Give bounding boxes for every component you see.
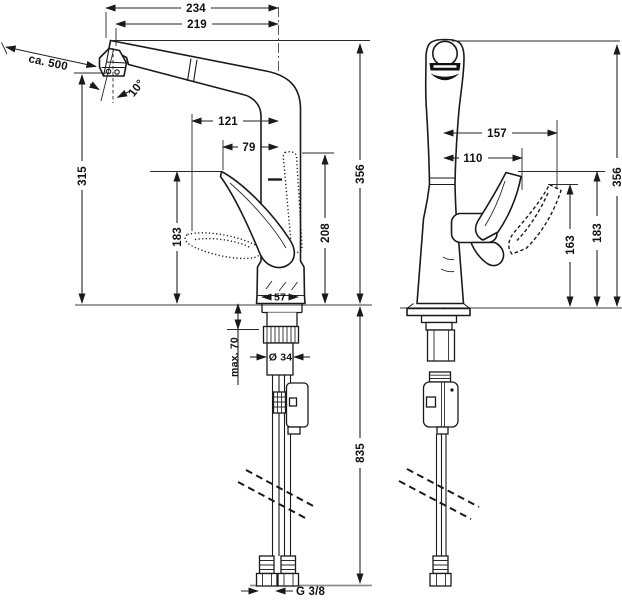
handle-raised-position (282, 151, 303, 254)
body-accent-arcs (440, 256, 455, 273)
break-line (237, 481, 310, 521)
hose-fitting-left (255, 555, 278, 587)
dim-total-height-label: 356 (355, 164, 367, 184)
spray-nozzle (114, 69, 120, 75)
break-line (245, 469, 318, 509)
left-view-dimensions: 234 219 ca. 500 10° 121 79 315 183 (1, 3, 370, 598)
spray-head-face (431, 40, 458, 67)
supply-hoses (271, 375, 292, 556)
dim-handle-tip-width-label: 110 (463, 153, 482, 165)
left-view-side-profile: 234 219 ca. 500 10° 121 79 315 183 (1, 3, 372, 598)
dim-handle-tip-swing-label: 157 (487, 128, 507, 140)
shank (266, 342, 294, 376)
right-view-dimensions: 157 110 163 183 356 (443, 40, 622, 307)
dim-base-width-label: 57 (274, 292, 286, 304)
dim-handle-reach-low-label: 121 (218, 116, 238, 128)
dim-counter-thickness-label: max. 70 (229, 337, 241, 377)
dim-spout-reach-label: 219 (187, 19, 207, 31)
aerator-arc (430, 73, 460, 81)
hose-fitting-right (277, 555, 300, 587)
break-line (406, 468, 480, 508)
handle-lowered-position (184, 232, 261, 260)
handle-swung-detail (516, 192, 549, 241)
under-counter-assembly (237, 304, 318, 587)
dim-handle-low-height-label: 163 (565, 235, 577, 255)
handle-lever (474, 171, 522, 241)
handle-contour (484, 180, 506, 227)
break-line (398, 480, 472, 520)
dim-total-height-label: 356 (612, 167, 622, 187)
dim-outlet-height-label: 315 (77, 166, 89, 186)
spout-joint (186, 58, 198, 83)
dim-handle-max-height-label: 208 (320, 223, 332, 243)
handle-lowered-detail (194, 237, 252, 249)
base-flange (406, 307, 471, 317)
hose-fitting (429, 555, 452, 587)
dim-handle-reach-high-label: 79 (242, 142, 255, 154)
base-hatch (265, 280, 298, 292)
dim-handle-high-height-label: 183 (592, 223, 604, 243)
mounting-nut (262, 325, 300, 344)
hose-lock (272, 391, 287, 414)
dim-shank-diameter-label: Ø 34 (269, 352, 293, 364)
dim-thread-label: G 3/8 (296, 586, 326, 598)
spout-and-body-outline (108, 39, 306, 305)
supply-hose (435, 434, 447, 556)
dim-handle-height-label: 183 (172, 227, 184, 247)
body-joint (429, 177, 456, 186)
shank (426, 329, 456, 362)
dim-total-reach-label: 234 (186, 3, 206, 15)
dim-hose-length-label: 835 (355, 443, 367, 463)
right-view-front-profile: 157 110 163 183 356 (398, 38, 622, 587)
hose-pullout-leader (5, 45, 97, 68)
dim-hose-pullout-label: ca. 500 (27, 53, 68, 73)
handle-swung-position (508, 183, 562, 255)
dim-spray-angle-label: 10° (127, 78, 148, 100)
handle-lever (219, 170, 296, 269)
handle-contour (229, 182, 287, 249)
under-counter-assembly (398, 314, 480, 587)
handle-grip (470, 241, 505, 267)
